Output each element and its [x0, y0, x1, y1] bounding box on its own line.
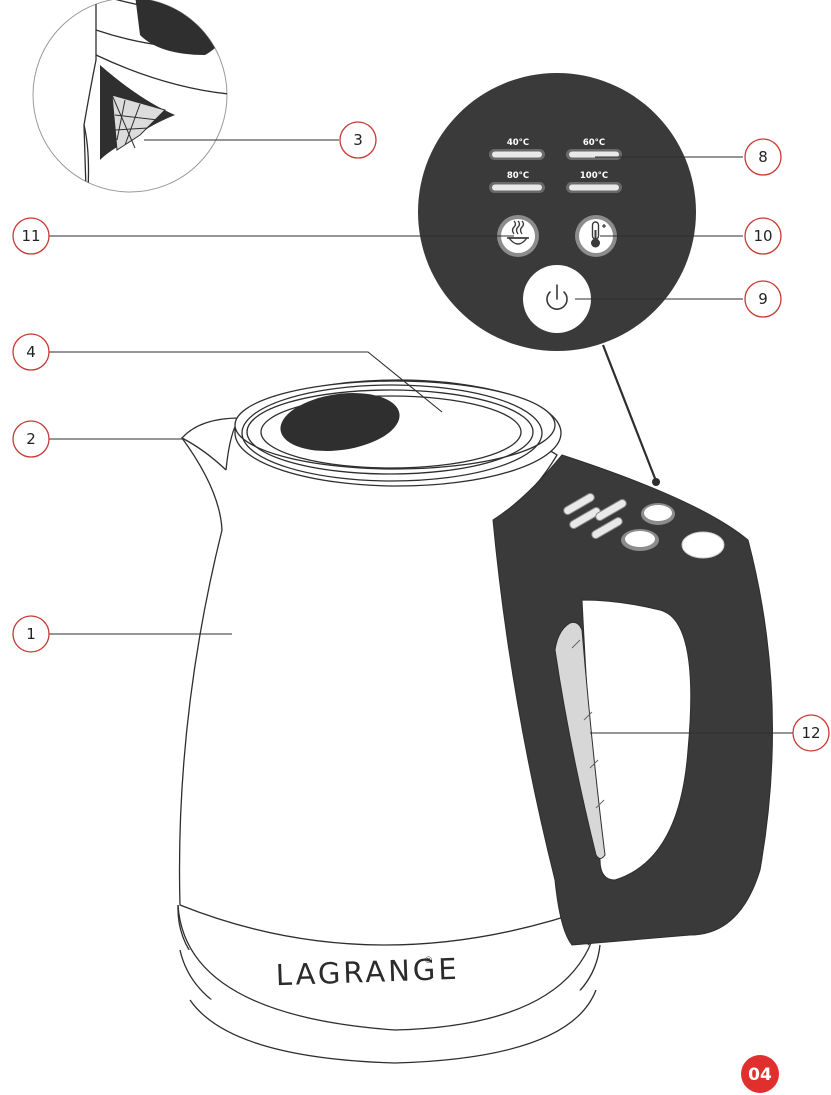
- temp-label-100: 100°C: [580, 171, 608, 181]
- power-icon: [546, 284, 568, 310]
- brand-logo: LAGRANGE ®: [275, 952, 460, 992]
- kettle: [177, 379, 601, 1064]
- callout-lines: [49, 139, 810, 734]
- svg-text:2: 2: [26, 430, 36, 448]
- svg-text:4: 4: [26, 343, 36, 361]
- callout-4: 4: [12, 333, 50, 371]
- steaming-bowl-icon: [507, 220, 529, 245]
- power-button: [523, 265, 591, 333]
- thermometer-icon: [591, 221, 606, 248]
- brand-name: LAGRANGE: [275, 952, 460, 992]
- temp-label-40: 40°C: [507, 138, 529, 148]
- temperature-button: [575, 215, 617, 257]
- page-number-badge: 04: [741, 1055, 779, 1093]
- svg-text:1: 1: [26, 625, 36, 643]
- callout-2: 2: [12, 420, 50, 458]
- registered-mark: ®: [424, 956, 433, 966]
- filter-detail-inset: [32, 0, 228, 193]
- svg-text:12: 12: [801, 724, 820, 742]
- water-level-window: [554, 621, 606, 859]
- temp-label-60: 60°C: [583, 138, 605, 148]
- callout-10: 10: [744, 217, 782, 255]
- callout-11: 11: [12, 217, 50, 255]
- handle-control-panel: [563, 493, 725, 559]
- svg-text:8: 8: [758, 148, 768, 166]
- callout-12: 12: [792, 714, 830, 752]
- panel-connector-line: [601, 344, 658, 482]
- callout-9: 9: [744, 280, 782, 318]
- svg-text:9: 9: [758, 290, 768, 308]
- kettle-handle: [492, 454, 773, 946]
- svg-text:11: 11: [21, 227, 40, 245]
- keep-warm-button: [497, 215, 539, 257]
- svg-text:3: 3: [353, 131, 363, 149]
- callout-3: 3: [339, 121, 377, 159]
- callout-8: 8: [744, 138, 782, 176]
- temp-label-80: 80°C: [507, 171, 529, 181]
- svg-text:10: 10: [753, 227, 772, 245]
- callout-1: 1: [12, 615, 50, 653]
- page-number: 04: [748, 1065, 772, 1085]
- filter-mesh: [111, 94, 166, 151]
- temperature-indicators: 40°C 60°C 80°C 100°C: [489, 138, 622, 193]
- control-panel-detail: 40°C 60°C 80°C 100°C: [418, 73, 696, 351]
